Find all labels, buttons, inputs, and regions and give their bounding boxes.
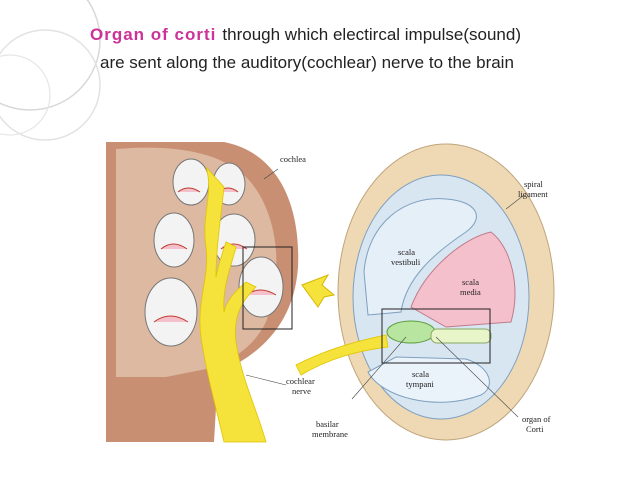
leader-lines	[245, 168, 525, 418]
organ-of-corti-shape	[386, 320, 436, 344]
label-corti-2: Corti	[526, 424, 544, 434]
scala-media-region	[410, 231, 516, 328]
label-corti-1: organ of	[522, 414, 551, 424]
label-cochlear-nerve-2: nerve	[292, 386, 311, 396]
label-spiral-2: ligament	[518, 189, 548, 199]
label-vestibuli-2: vestibuli	[391, 257, 421, 267]
label-cochlea: cochlea	[280, 154, 306, 164]
label-basilar-2: membrane	[312, 429, 348, 439]
highlight-box-right	[381, 308, 491, 364]
basilar-membrane-shape	[430, 328, 492, 344]
scala-tympani-region	[367, 356, 490, 403]
label-media-2: media	[460, 287, 481, 297]
cochlea-coils	[144, 158, 284, 347]
cochlear-nerve-fibers	[199, 166, 267, 443]
header-line-2: are sent along the auditory(cochlear) ne…	[100, 53, 514, 72]
zoom-arrow	[301, 274, 336, 308]
label-media-1: scala	[462, 277, 479, 287]
canal-section	[295, 143, 555, 441]
label-cochlear-nerve-1: cochlear	[286, 376, 315, 386]
header-line-1-rest: through which electircal impulse(sound)	[222, 25, 521, 44]
label-vestibuli-1: scala	[398, 247, 415, 257]
highlight-box-left	[242, 246, 293, 330]
diagram-labels: cochlea cochlear nerve basilar membrane …	[280, 154, 551, 439]
organ-of-corti-term: Organ of corti	[90, 25, 217, 44]
cochlea-diagram: cochlea cochlear nerve basilar membrane …	[106, 142, 555, 443]
scala-vestibuli-region	[363, 198, 477, 316]
slide-header: Organ of corti through which electircal i…	[90, 25, 630, 73]
label-tympani-1: scala	[412, 369, 429, 379]
label-basilar-1: basilar	[316, 419, 339, 429]
cochlea-section	[106, 142, 299, 443]
label-tympani-2: tympani	[406, 379, 434, 389]
canal-nerve	[295, 334, 389, 376]
coil-cells	[153, 187, 277, 323]
header-line-1: Organ of corti through which electircal i…	[90, 25, 630, 45]
label-spiral-1: spiral	[524, 179, 544, 189]
